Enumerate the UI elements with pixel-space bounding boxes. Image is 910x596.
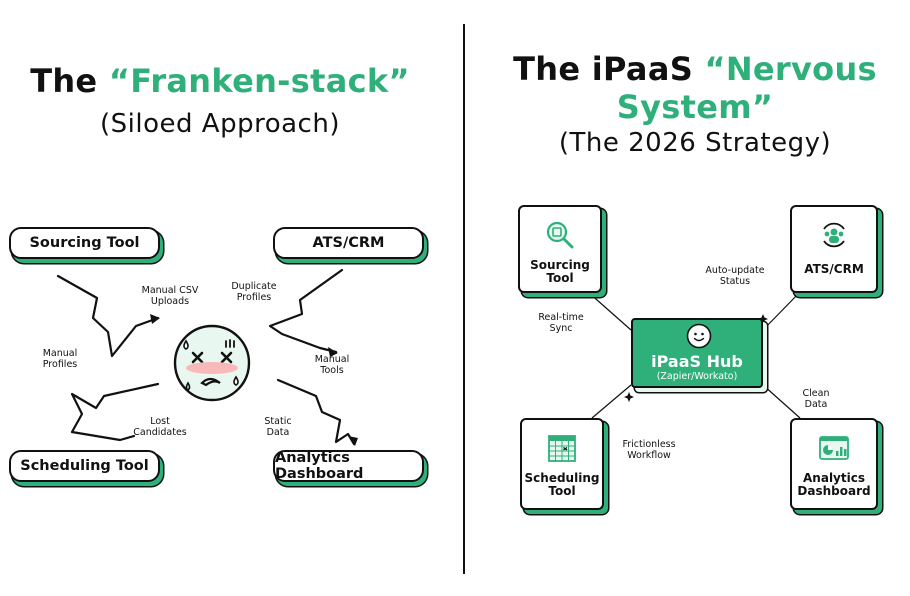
stressed-face-icon <box>173 324 251 402</box>
right-title-line-2: System” <box>616 88 774 126</box>
search-magnifier-icon <box>546 221 574 249</box>
left-title-accent: “Franken-stack” <box>108 62 410 100</box>
ats-crm-card: ATS/CRM <box>790 205 878 293</box>
card-label-line: ATS/CRM <box>804 262 864 276</box>
people-sync-icon <box>823 222 845 248</box>
analytics-dashboard-pill: Analytics Dashboard <box>273 450 424 482</box>
smiley-face-icon <box>686 323 712 349</box>
analytics-dashboard-card: Analytics Dashboard <box>790 418 878 510</box>
ats-crm-pill: ATS/CRM <box>273 227 424 259</box>
card-label-line: Sourcing <box>530 258 590 272</box>
sparkle-icon <box>624 392 634 402</box>
right-title: The iPaaS “Nervous System” <box>480 50 910 126</box>
card-label-line: Dashboard <box>797 484 871 498</box>
label-manual-tools: Manual Tools <box>302 354 362 376</box>
center-divider <box>463 24 465 574</box>
scheduling-tool-card: Scheduling Tool <box>520 418 604 510</box>
right-title-accent-1: “Nervous <box>704 50 877 88</box>
right-title-prefix: The iPaaS <box>513 50 705 88</box>
right-subtitle: (The 2026 Strategy) <box>558 128 832 158</box>
label-line: Static <box>264 416 292 427</box>
label-auto-update-status: Auto-update Status <box>700 265 770 287</box>
label-line: Data <box>266 427 290 438</box>
connector-scheduling <box>591 384 632 419</box>
left-subtitle: (Siloed Approach) <box>100 109 340 139</box>
label-line: Manual <box>42 348 78 359</box>
dashboard-chart-icon <box>819 436 849 460</box>
label-frictionless-workflow: Frictionless Workflow <box>612 439 686 461</box>
label-line: Tools <box>320 365 344 376</box>
label-line: Auto-update <box>705 265 765 276</box>
label-line: Data <box>804 399 828 410</box>
label-duplicate-profiles: Duplicate Profiles <box>218 281 290 303</box>
label-line: Profiles <box>42 359 78 370</box>
sourcing-tool-pill: Sourcing Tool <box>9 227 160 259</box>
hub-subtitle: (Zapier/Workato) <box>656 371 738 382</box>
label-line: Candidates <box>133 427 187 438</box>
analytics-card-label: Analytics Dashboard <box>797 472 870 498</box>
label-clean-data: Clean Data <box>786 388 846 410</box>
label-line: Uploads <box>150 296 190 307</box>
label-line: Manual CSV <box>141 285 199 296</box>
label-line: Profiles <box>236 292 272 303</box>
ipaas-hub: iPaaS Hub (Zapier/Workato) <box>631 318 763 388</box>
connector-ats <box>762 291 801 331</box>
label-line: Workflow <box>627 450 671 461</box>
label-line: Manual <box>314 354 350 365</box>
card-label-line: Tool <box>546 271 574 285</box>
ats-card-label: ATS/CRM <box>804 263 864 276</box>
left-title-prefix: The <box>30 62 109 100</box>
scheduling-card-label: Scheduling Tool <box>525 472 600 498</box>
card-label-line: Analytics <box>803 471 865 485</box>
card-label-line: Scheduling <box>524 471 600 485</box>
sourcing-card-label: Sourcing Tool <box>530 259 590 285</box>
label-static-data: Static Data <box>248 416 308 438</box>
label-line: Frictionless <box>622 439 676 450</box>
arrowhead <box>348 436 358 446</box>
label-line: Status <box>719 276 751 287</box>
card-label-line: Tool <box>548 484 576 498</box>
label-line: Clean <box>802 388 830 399</box>
label-line: Lost <box>150 416 170 427</box>
arrowhead <box>150 314 160 324</box>
calendar-icon <box>548 435 576 462</box>
scheduling-tool-pill: Scheduling Tool <box>9 450 160 482</box>
label-manual-csv-uploads: Manual CSV Uploads <box>130 285 210 307</box>
sourcing-tool-card: Sourcing Tool <box>518 205 602 293</box>
label-line: Duplicate <box>231 281 277 292</box>
left-title: The “Franken-stack” <box>0 62 440 100</box>
label-line: Sync <box>549 323 573 334</box>
label-line: Real-time <box>538 312 584 323</box>
right-title-line-1: The iPaaS “Nervous <box>480 50 910 88</box>
label-lost-candidates: Lost Candidates <box>120 416 200 438</box>
label-manual-profiles: Manual Profiles <box>20 348 100 370</box>
label-real-time-sync: Real-time Sync <box>526 312 596 334</box>
hub-title: iPaaS Hub <box>651 352 743 371</box>
